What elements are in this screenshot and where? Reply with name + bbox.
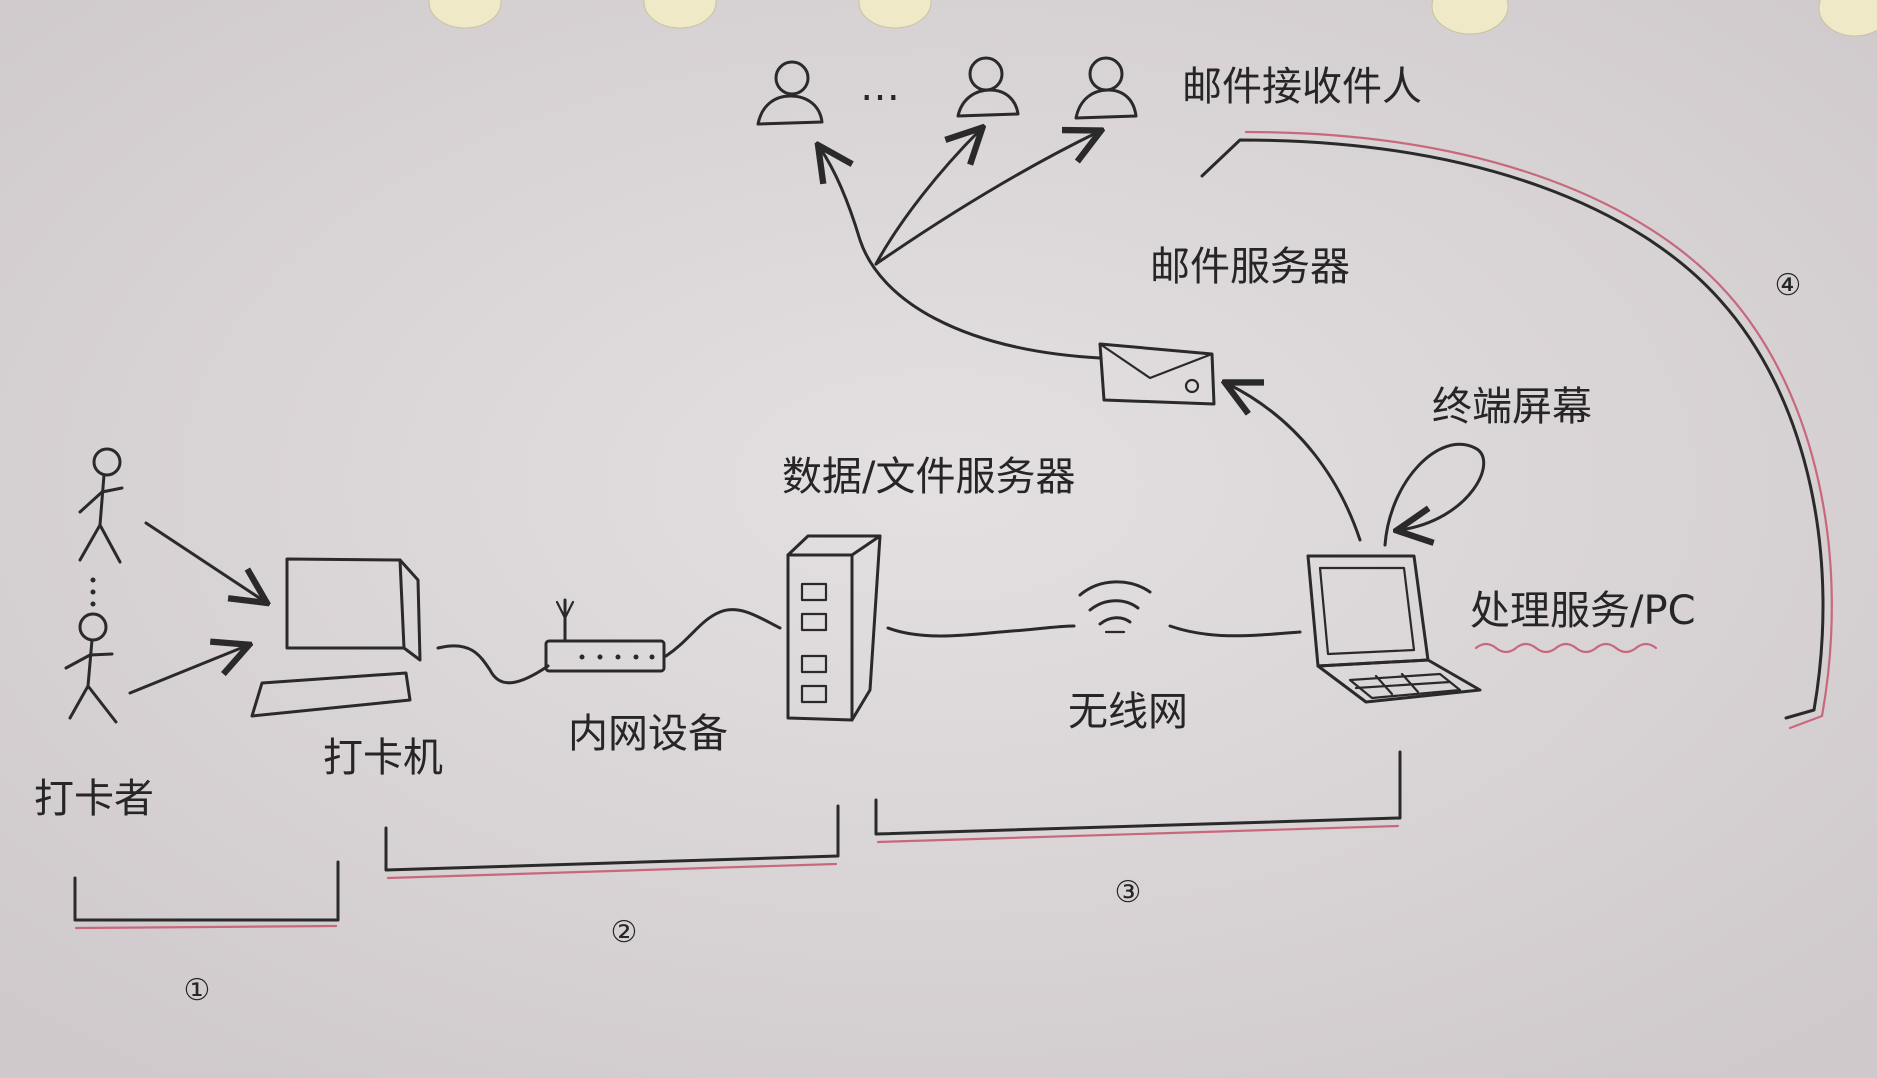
link-server-to-wireless bbox=[886, 624, 1076, 638]
bracket-1 bbox=[73, 860, 340, 930]
mail-server-label: 邮件服务器 bbox=[1150, 244, 1350, 290]
cable-machine-to-router bbox=[436, 644, 550, 685]
binder-holes bbox=[428, 0, 1877, 37]
arrow-reporter-to-machine-2 bbox=[128, 646, 246, 695]
wireless-network-label: 无线网 bbox=[1068, 689, 1188, 735]
wireless-network-icon bbox=[1078, 580, 1152, 634]
arrow-mail-to-recipient-3 bbox=[874, 132, 1098, 266]
punch-machine-label: 打卡机 bbox=[323, 735, 443, 781]
arrow-mail-to-recipient-2 bbox=[874, 130, 980, 266]
link-wireless-to-pc bbox=[1168, 624, 1302, 638]
reporter-label: 打卡者 bbox=[34, 776, 154, 822]
bracket-1-number: ① bbox=[184, 973, 211, 1008]
bracket-3 bbox=[874, 750, 1402, 844]
processing-pc-label: 处理服务/PC bbox=[1470, 588, 1696, 634]
reporter-figure-top bbox=[78, 447, 124, 564]
arrow-reporter-to-machine-1 bbox=[144, 521, 264, 601]
terminal-screen-label: 终端屏幕 bbox=[1432, 384, 1592, 430]
bracket-2 bbox=[384, 804, 840, 880]
recipient-icon-1 bbox=[756, 60, 824, 126]
intranet-device-label: 内网设备 bbox=[568, 711, 728, 757]
recipient-ellipsis: … bbox=[860, 64, 900, 110]
mail-server-icon bbox=[1098, 342, 1216, 406]
mail-recipients-label: 邮件接收件人 bbox=[1182, 64, 1422, 110]
punch-machine-icon bbox=[250, 557, 422, 718]
reporter-ellipsis-dots bbox=[90, 577, 96, 607]
bracket-3-number: ③ bbox=[1115, 875, 1142, 910]
processing-pc-label-underline bbox=[1474, 642, 1658, 654]
arrow-mail-to-recipient-1 bbox=[820, 148, 1102, 360]
processing-pc-icon bbox=[1306, 554, 1482, 704]
recipient-icon-2 bbox=[956, 56, 1020, 118]
data-file-server-icon bbox=[786, 534, 882, 722]
terminal-screen-loop-arrow bbox=[1383, 442, 1486, 547]
reporter-figure-bottom bbox=[64, 612, 118, 724]
cable-router-to-server bbox=[664, 608, 782, 658]
bracket-4-number: ④ bbox=[1775, 268, 1802, 303]
bracket-4 bbox=[1200, 130, 1833, 730]
intranet-device-icon bbox=[544, 598, 666, 673]
recipient-icon-3 bbox=[1074, 56, 1138, 120]
arrow-pc-to-mail-server bbox=[1228, 384, 1362, 542]
bracket-2-number: ② bbox=[611, 915, 638, 950]
data-file-server-label: 数据/文件服务器 bbox=[782, 454, 1075, 500]
